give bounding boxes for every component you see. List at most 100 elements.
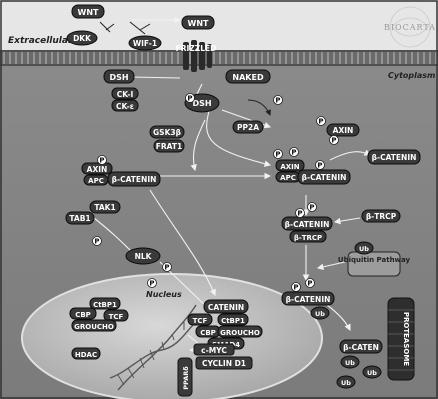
groucho-left-node: GROUCHO [72, 320, 116, 331]
bcatenin-ub-node: β-CATENIN [282, 292, 334, 305]
svg-text:P: P [94, 238, 99, 246]
bcatenin-complex-label: β-CATENIN [302, 173, 347, 182]
wnt-receptor-node: WNT [182, 16, 214, 29]
cbp-left-label: CBP [75, 311, 91, 319]
wnt-ligand-label: WNT [78, 8, 100, 17]
ub3-label: Ub [345, 359, 355, 367]
axin-left-node: AXIN [82, 163, 112, 174]
nlk-label: NLK [135, 252, 153, 261]
ck1-node: CK-I [112, 88, 138, 99]
tak1-label: TAK1 [94, 203, 115, 212]
bcatenin-ub-label: β-CATENIN [286, 295, 331, 304]
tab1-label: TAB1 [69, 214, 90, 223]
pp2a-node: PP2A [233, 121, 263, 133]
catenin-nuclear-label: CATENIN [208, 303, 244, 312]
phospho-dot: P [306, 279, 315, 288]
bcatenin-free-node: β-CATENIN [368, 150, 420, 164]
dkk-label: DKK [73, 34, 92, 43]
bcatenin-left-node: β-CATENIN [108, 172, 160, 186]
axin-complex-node: AXIN [276, 160, 304, 171]
ub2-label: Ub [315, 310, 325, 318]
phospho-dot: P [148, 279, 157, 288]
bcatenin-left-label: β-CATENIN [112, 175, 157, 184]
dsh-mid-label: DSH [192, 99, 211, 108]
gsk3b-node: GSK3β [150, 126, 184, 138]
ub5-label: Ub [341, 379, 351, 387]
cmyc-label: c-MYC [201, 346, 227, 355]
svg-text:P: P [149, 280, 154, 288]
phospho-dot: P [316, 161, 325, 170]
wnt-ligand-node: WNT [72, 5, 104, 18]
bcatenin-free-label: β-CATENIN [372, 153, 417, 162]
bcatenin-degrading-label: β-CATEN [343, 343, 379, 352]
naked-node: NAKED [226, 70, 270, 83]
bcatenin-degrading-node: β-CATEN [340, 340, 382, 353]
svg-text:P: P [291, 149, 296, 157]
phospho-dot: P [93, 237, 102, 246]
tab1-node: TAB1 [66, 212, 94, 224]
groucho-right-node: GROUCHO [218, 326, 262, 337]
svg-text:P: P [309, 204, 314, 212]
apc-left-node: APC [84, 175, 108, 185]
tak1-node: TAK1 [90, 201, 120, 213]
tcf-right-node: TCF [188, 314, 212, 325]
ppard-label: PPARδ [182, 366, 190, 390]
ck-epsilon-label: CK-ε [116, 102, 134, 111]
proteasome-node: PROTEASOME [388, 298, 414, 380]
ub-node: Ub [355, 242, 373, 254]
logo-text: BIOCARTA [384, 23, 436, 32]
cbp-right-label: CBP [200, 329, 216, 337]
cytoplasm-label: Cytoplasm [388, 71, 435, 80]
ub5-node: Ub [337, 376, 355, 388]
nucleus-label: Nucleus [146, 290, 182, 299]
hdac-label: HDAC [75, 351, 97, 359]
ubiquitin-pathway-label: Ubiquitin Pathway [338, 256, 411, 264]
cell-membrane [0, 50, 438, 66]
axin-left-label: AXIN [87, 165, 108, 174]
naked-label: NAKED [232, 73, 264, 82]
phospho-dot: P [330, 136, 339, 145]
svg-text:P: P [307, 280, 312, 288]
bcatenin-trcp-label: β-CATENIN [285, 220, 330, 229]
apc-left-label: APC [88, 177, 104, 185]
wif1-label: WIF-1 [133, 39, 157, 48]
cbp-left-node: CBP [70, 308, 96, 319]
frat1-node: FRAT1 [154, 140, 184, 152]
svg-text:P: P [293, 284, 298, 292]
ub3-node: Ub [341, 356, 359, 368]
cyclin-d1-node: CYCLIN D1 [196, 357, 252, 369]
ub2-node: Ub [311, 307, 329, 319]
phospho-dot: P [163, 263, 172, 272]
ubiquitin-pathway-node: Ubiquitin Pathway [338, 252, 411, 276]
apc-complex-label: APC [280, 174, 296, 182]
phospho-dot: P [98, 156, 107, 165]
ctbp1-left-node: CtBP1 [90, 298, 120, 309]
svg-text:P: P [297, 210, 302, 218]
phospho-dot: P [308, 203, 317, 212]
nlk-node: NLK [126, 248, 160, 264]
tcf-left-node: TCF [104, 310, 128, 321]
groucho-left-label: GROUCHO [74, 323, 114, 331]
groucho-right-label: GROUCHO [220, 329, 260, 337]
gsk3b-label: GSK3β [153, 128, 182, 137]
svg-text:P: P [164, 264, 169, 272]
catenin-nuclear-node: CATENIN [204, 300, 248, 313]
proteasome-label: PROTEASOME [402, 312, 410, 366]
cmyc-node: c-MYC [194, 344, 234, 355]
svg-text:P: P [99, 157, 104, 165]
ctbp1-right-label: CtBP1 [221, 317, 245, 325]
ppard-node: PPARδ [178, 358, 192, 396]
svg-text:P: P [331, 137, 336, 145]
btrcp-label: β-TRCP [366, 212, 397, 221]
svg-text:P: P [187, 95, 192, 103]
wnt-receptor-label: WNT [188, 19, 210, 28]
phospho-dot: P [317, 117, 326, 126]
phospho-dot: P [274, 96, 283, 105]
ub4-label: Ub [367, 369, 377, 377]
phospho-dot: P [292, 283, 301, 292]
ub-label: Ub [359, 245, 369, 253]
frizzled-label: FRIZZLED [176, 44, 217, 53]
cbp-right-node: CBP [196, 326, 220, 337]
btrcp-bound-label: β-TRCP [294, 234, 322, 242]
